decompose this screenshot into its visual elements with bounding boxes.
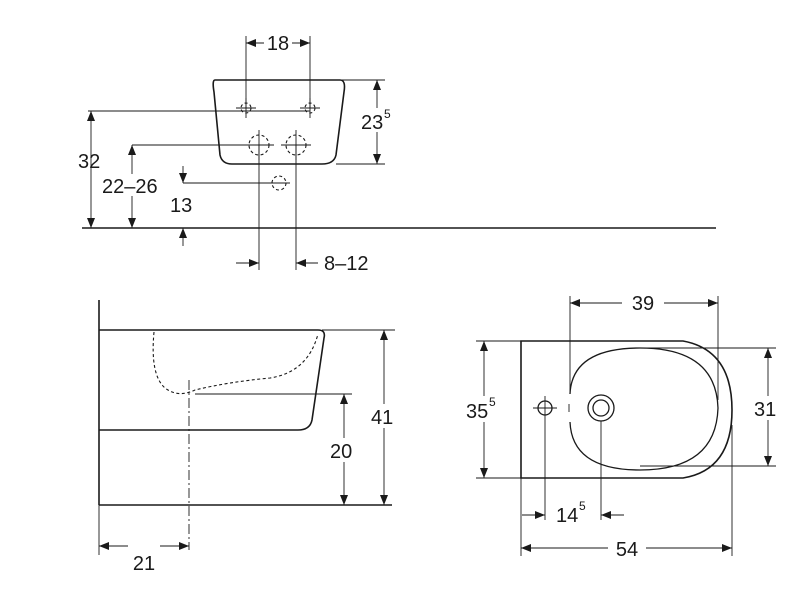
- tap-hole: [533, 396, 557, 420]
- dimension-41: 41: [371, 407, 393, 429]
- dimension-13: 13: [170, 195, 192, 217]
- dimension-35: 35: [466, 401, 488, 423]
- dimension-35-superscript: 5: [489, 395, 496, 409]
- bidet-front-outline: [212, 79, 346, 165]
- dimension-21: 21: [133, 553, 155, 575]
- bidet-side-outline: [99, 329, 326, 431]
- dimension-8-12: 8–12: [324, 253, 369, 275]
- dimension-22-26: 22–26: [102, 176, 158, 198]
- side-view: 41 20 21: [98, 300, 402, 575]
- dimension-32: 32: [78, 151, 100, 173]
- dimension-18: 18: [267, 33, 289, 55]
- dimension-14-superscript: 5: [579, 499, 586, 513]
- dimension-14: 14: [556, 505, 578, 527]
- plan-drain: [587, 394, 615, 422]
- dimension-39: 39: [632, 293, 654, 315]
- bowl-inner-profile: [152, 331, 319, 395]
- bidet-plan-outline: [520, 340, 733, 479]
- plan-view: 39 35 5 31 14 5 54: [464, 293, 786, 561]
- dimension-23: 23: [361, 112, 383, 134]
- front-connection-view: 18 23 5 32 22–26 13 8–12: [78, 33, 716, 275]
- dimension-31: 31: [754, 399, 776, 421]
- bowl-rim: [569, 347, 719, 471]
- dimension-20: 20: [330, 441, 352, 463]
- dimension-54: 54: [616, 539, 638, 561]
- dimension-23-superscript: 5: [384, 107, 391, 121]
